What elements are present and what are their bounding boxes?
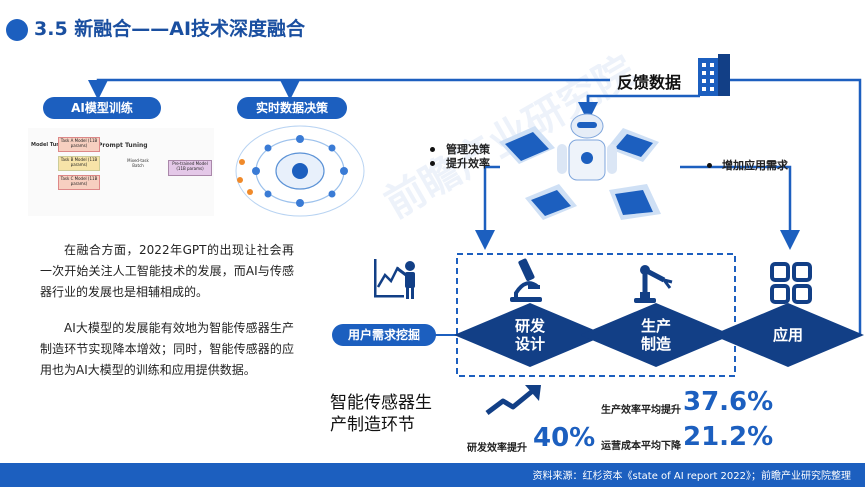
figure-right-box-label: Pre-trained Model (11B params) — [172, 161, 208, 171]
production-line1: 生产 — [640, 317, 671, 335]
figure-row-a: Task A Model (11B params) — [58, 137, 100, 152]
paragraph-1: 在融合方面，2022年GPT的出现让社会再一次开始关注人工智能技术的发展，而AI… — [40, 243, 294, 299]
cost-reduction-value: 21.2% — [683, 422, 774, 452]
bullet-dot-1 — [430, 147, 435, 152]
production-line2: 制造 — [640, 335, 671, 353]
presenter-chart-icon — [374, 259, 415, 299]
figure-right-box: Pre-trained Model (11B params) — [168, 160, 212, 176]
bullet-management-decision: 管理决策 — [446, 143, 490, 156]
section-label-line1: 智能传感器生 — [330, 393, 432, 413]
figure-row-c: Task C Model (11B params) — [58, 175, 100, 190]
section-label-line2: 产制造环节 — [330, 415, 415, 435]
footer-source: 资料来源：红杉资本《state of AI report 2022》；前瞻产业研… — [532, 471, 851, 482]
footer-bar — [0, 463, 865, 487]
application-diamond: 应用 — [712, 303, 864, 367]
title-bullet-icon — [6, 19, 28, 41]
bullet-dot-3 — [707, 163, 712, 168]
cost-reduction-label: 运营成本平均下降 — [601, 441, 681, 452]
figure-center-label: Mixed-task Batch — [127, 158, 149, 168]
realtime-decision-pill: 实时数据决策 — [237, 97, 347, 119]
rd-design-line1: 研发 — [514, 317, 545, 335]
rd-design-diamond-shape — [454, 303, 606, 367]
rd-efficiency-label: 研发效率提升 — [467, 443, 527, 454]
robot-with-monitors-icon — [499, 113, 661, 220]
figure-row-c-label: Task C Model (11B params) — [60, 176, 98, 186]
rd-efficiency-value: 40% — [533, 423, 596, 453]
bullet-app-demand: 增加应用需求 — [722, 159, 788, 172]
bullet-dot-2 — [430, 161, 435, 166]
prod-efficiency-value: 37.6% — [683, 387, 774, 417]
page-title: 3.5 新融合——AI技术深度融合 — [34, 18, 306, 40]
figure-title-left: Model Tuning — [31, 142, 69, 148]
rd-design-line2: 设计 — [514, 335, 545, 353]
trend-up-arrow-icon — [485, 385, 541, 415]
realtime-network-diagram-icon — [235, 125, 365, 217]
bullet-efficiency: 提升效率 — [446, 157, 490, 170]
figure-row-a-label: Task A Model (11B params) — [60, 138, 98, 148]
application-diamond-shape — [712, 303, 864, 367]
model-training-pill: AI模型训练 — [43, 97, 161, 119]
prod-efficiency-label: 生产效率平均提升 — [601, 405, 681, 416]
app-grid-icon — [770, 262, 812, 304]
production-diamond: 生产 制造 — [580, 303, 732, 367]
user-demand-pill: 用户需求挖掘 — [332, 324, 436, 346]
figure-title-right: Prompt Tuning — [98, 142, 148, 149]
feedback-label: 反馈数据 — [617, 73, 682, 92]
building-icon — [698, 54, 730, 96]
rd-design-diamond: 研发 设计 — [454, 303, 606, 367]
microscope-icon — [510, 258, 542, 302]
application-label: 应用 — [772, 326, 803, 344]
production-diamond-shape — [580, 303, 732, 367]
figure-row-b-label: Task B Model (11B params) — [60, 157, 98, 167]
robot-arm-icon — [634, 265, 673, 303]
prompt-tuning-figure: Model Tuning Prompt Tuning Task A Model … — [28, 128, 214, 216]
figure-row-b: Task B Model (11B params) — [58, 156, 100, 171]
paragraph-2: AI大模型的发展能有效地为智能传感器生产制造环节实现降本增效；同时，智能传感器的… — [40, 321, 294, 377]
